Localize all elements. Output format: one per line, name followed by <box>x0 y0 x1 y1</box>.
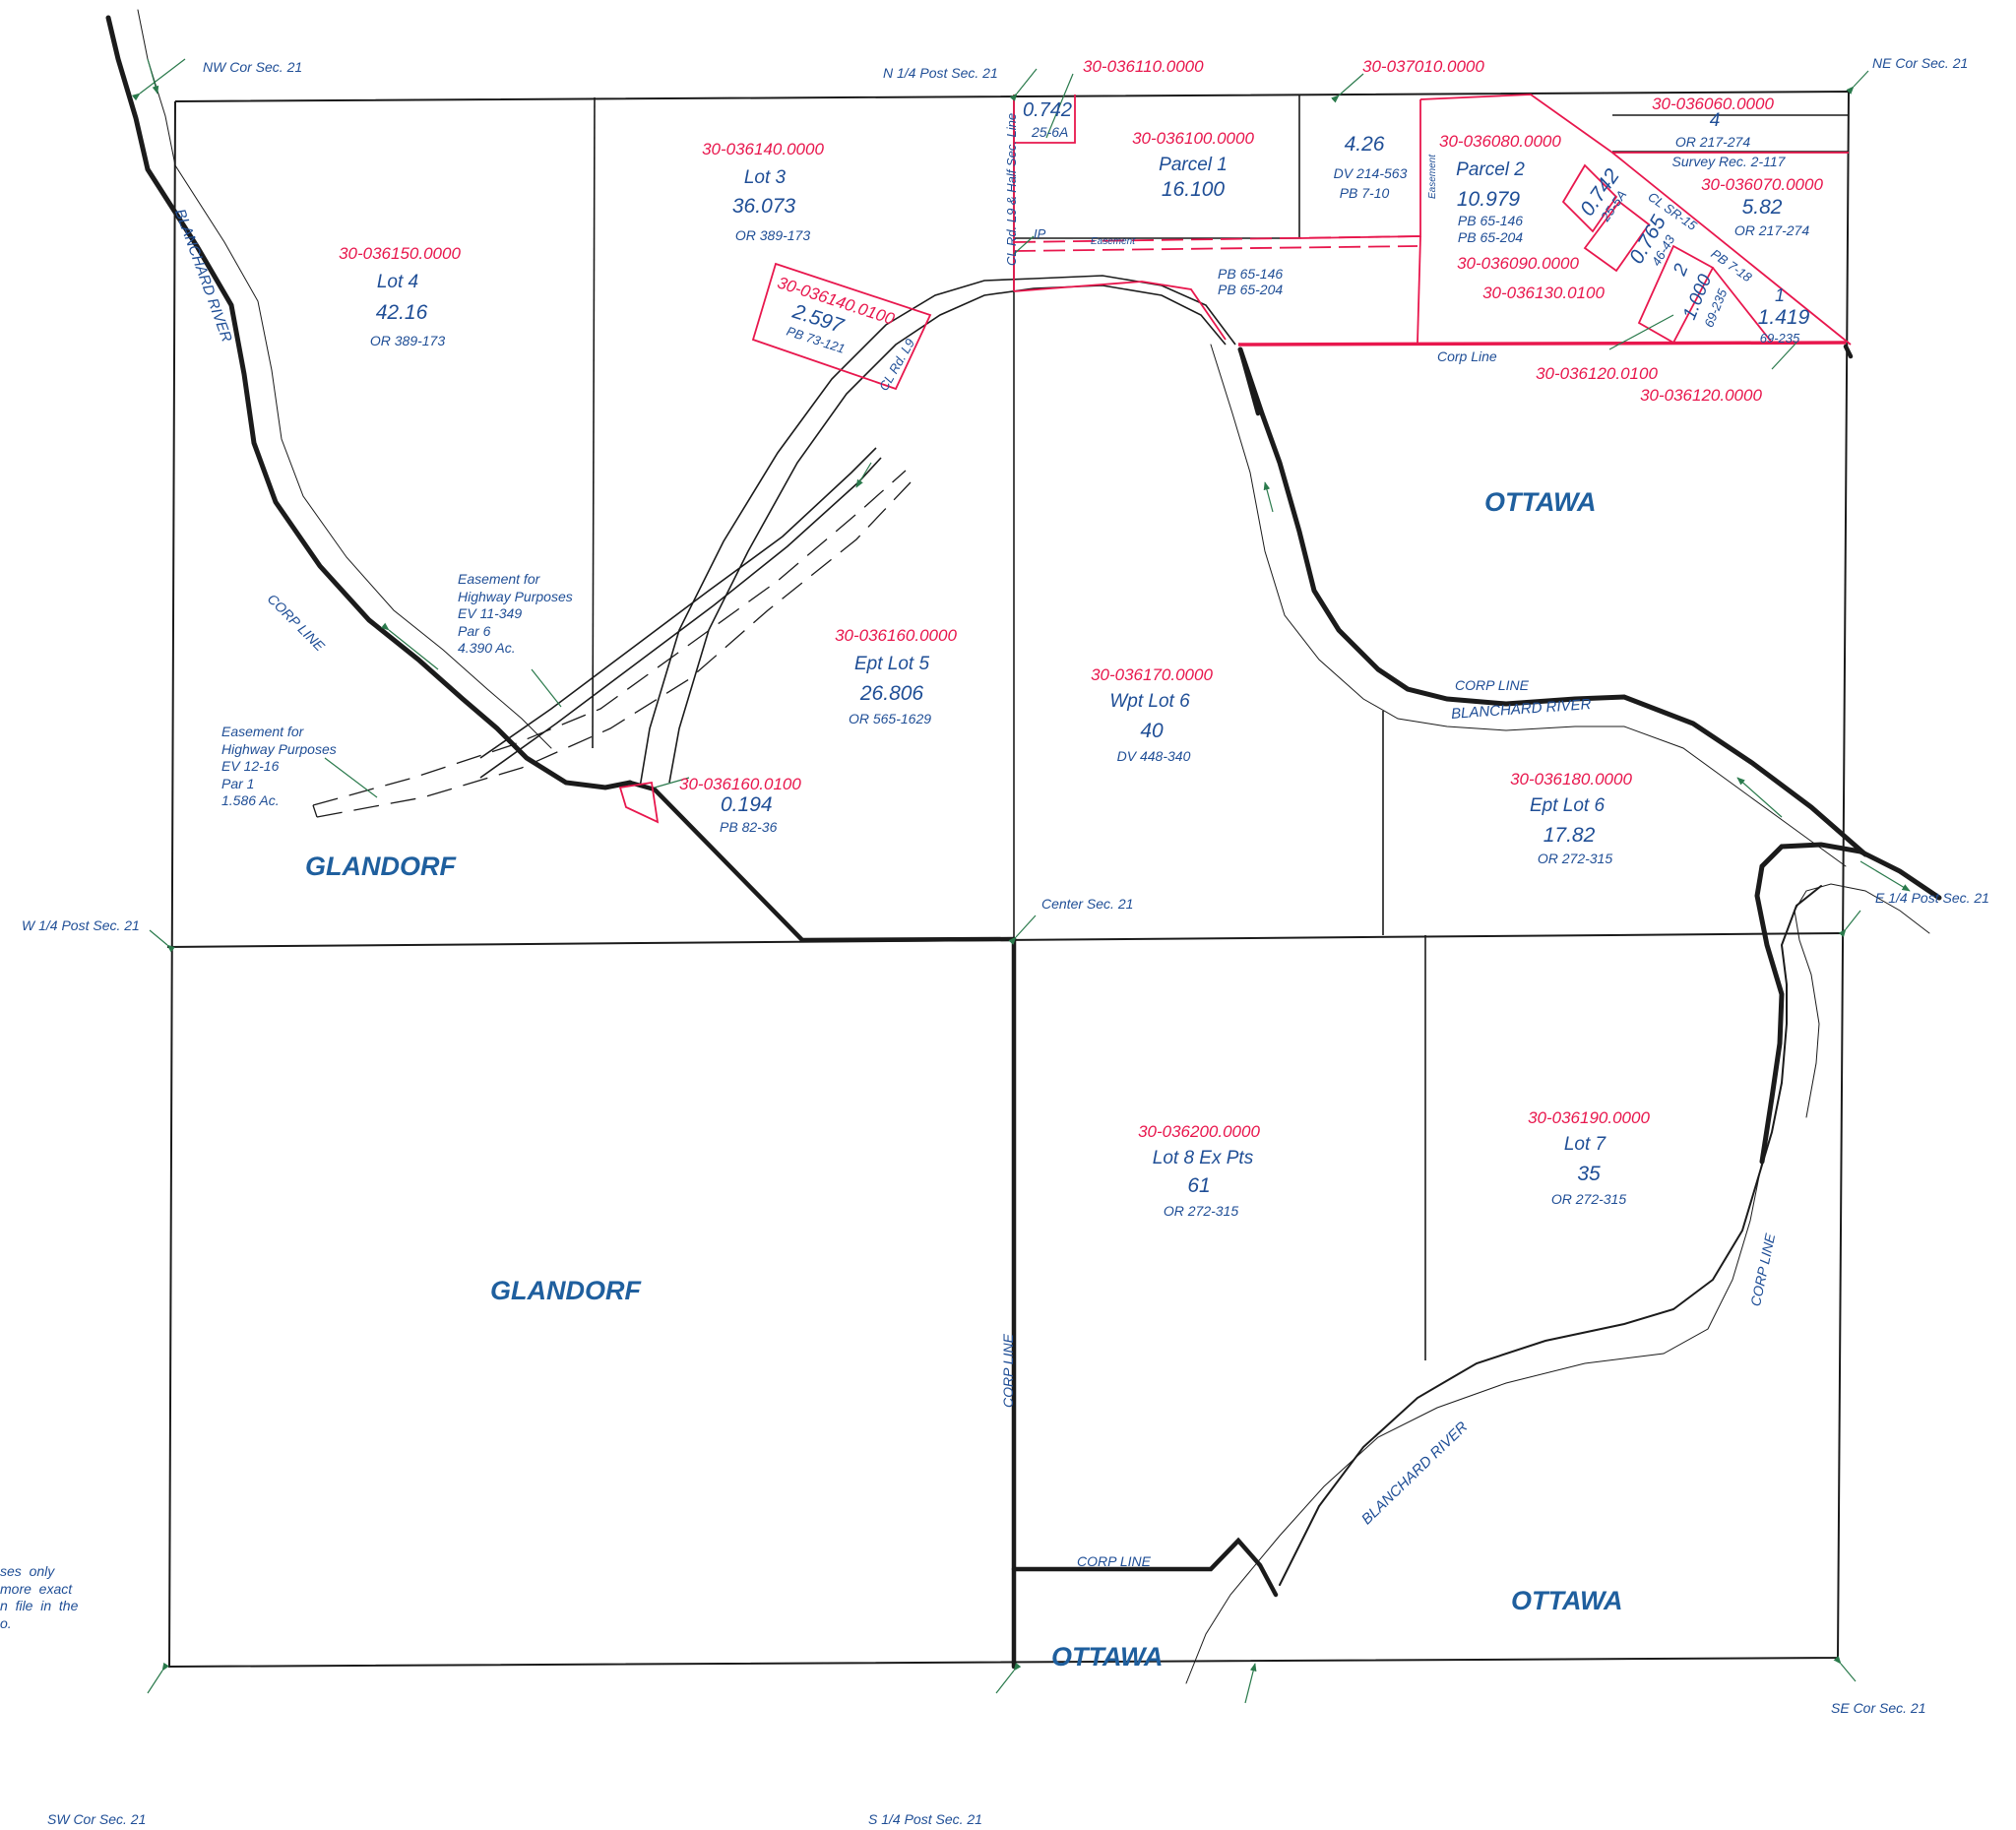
corner-nw: NW Cor Sec. 21 <box>203 59 303 75</box>
parcel-record: OR 272-315 <box>1537 851 1613 866</box>
parcel-id: 30-036070.0000 <box>1701 175 1823 194</box>
parcel-record: OR 272-315 <box>1550 1191 1627 1207</box>
parcel-record: OR 389-173 <box>369 333 446 348</box>
parcel-record-2: PB 7-10 <box>1339 185 1390 201</box>
ip-label: IP <box>1034 226 1046 241</box>
town-ottawa-1: OTTAWA <box>1484 487 1597 517</box>
leader-arrows <box>131 58 1911 1704</box>
parcel-record: 69-235 <box>1759 331 1800 346</box>
corner-sw: SW Cor Sec. 21 <box>47 1811 147 1827</box>
parcel-acres: 16.100 <box>1161 178 1226 201</box>
road-half-sec-label: CL Rd. L9 & Half Sec. Line <box>1004 112 1019 266</box>
town-glandorf-2: GLANDORF <box>490 1276 641 1305</box>
parcel-id: 30-036060.0000 <box>1652 95 1774 113</box>
parcel-name: Parcel 1 <box>1159 155 1228 175</box>
parcel-record: 25-6A <box>1032 124 1069 140</box>
parcel-acres: 10.979 <box>1456 188 1521 211</box>
parcel-name: Wpt Lot 6 <box>1109 691 1190 712</box>
corner-center: Center Sec. 21 <box>1041 896 1134 912</box>
parcel-id: 30-036080.0000 <box>1439 132 1561 151</box>
corp-line-label-4: CORP LINE <box>1077 1553 1151 1569</box>
easement-label-1: Easement <box>1091 236 1136 247</box>
parcel-id: 30-036190.0000 <box>1528 1108 1650 1127</box>
corner-n-quarter: N 1/4 Post Sec. 21 <box>883 65 998 81</box>
parcel-acres: 1 <box>1774 285 1786 305</box>
parcel-acres: 0.194 <box>721 793 773 816</box>
corner-e-quarter: E 1/4 Post Sec. 21 <box>1875 890 1989 906</box>
parcel-id: 30-036200.0000 <box>1138 1122 1260 1141</box>
corner-se: SE Cor Sec. 21 <box>1831 1700 1926 1716</box>
parcel-id: 30-036160.0100 <box>679 775 801 793</box>
corp-line-label-6: Corp Line <box>1437 348 1497 364</box>
parcel-acres: 26.806 <box>859 682 924 705</box>
parcel-acres: 4.26 <box>1344 133 1385 156</box>
parcel-id: 30-036130.0100 <box>1482 284 1605 302</box>
parcel-acres: 61 <box>1187 1174 1211 1197</box>
corner-ne: NE Cor Sec. 21 <box>1872 55 1969 71</box>
parcel-record: OR 217-274 <box>1674 134 1751 150</box>
parcel-id: 30-036110.0000 <box>1083 57 1204 76</box>
parcel-record: DV 448-340 <box>1116 748 1191 764</box>
parcel-record: OR 389-173 <box>734 227 811 243</box>
parcel-acres: 5.82 <box>1741 196 1783 219</box>
parcel-acres: 0.742 <box>1023 99 1073 121</box>
parcel-name: Ept Lot 6 <box>1529 795 1606 816</box>
parcel-name: Lot 4 <box>376 272 419 292</box>
parcel-id: 30-036090.0000 <box>1457 254 1579 273</box>
parcel-name: Lot 3 <box>743 167 787 188</box>
disclaimer-note: ses only more exact n file in the o. <box>0 1563 79 1631</box>
parcel-record: OR 272-315 <box>1163 1203 1239 1219</box>
town-ottawa-2: OTTAWA <box>1511 1586 1623 1615</box>
parcel-name: Lot 8 Ex Pts <box>1152 1148 1254 1168</box>
parcel-record-2: Survey Rec. 2-117 <box>1671 154 1786 169</box>
town-ottawa-3: OTTAWA <box>1051 1642 1164 1672</box>
red-parcel-lines <box>618 94 1852 824</box>
parcel-acres: 35 <box>1577 1163 1601 1185</box>
parcel-id: 30-036160.0000 <box>835 626 957 645</box>
town-glandorf-1: GLANDORF <box>305 852 456 881</box>
parcel-record: PB 82-36 <box>720 819 778 835</box>
parcel-id: 30-037010.0000 <box>1362 57 1484 76</box>
parcel-acres: 4 <box>1709 110 1721 131</box>
parcel-record-2: PB 65-204 <box>1457 229 1524 245</box>
highway-easement <box>312 470 912 818</box>
parcel-name: Ept Lot 5 <box>853 654 930 674</box>
parcel-id: 30-036100.0000 <box>1132 129 1254 148</box>
plat-record-a: PB 65-146 <box>1218 266 1284 282</box>
corner-s-quarter: S 1/4 Post Sec. 21 <box>868 1811 982 1827</box>
parcel-name: Lot 7 <box>1563 1134 1606 1155</box>
parcel-acres: 17.82 <box>1543 824 1596 847</box>
parcel-id: 30-036180.0000 <box>1510 770 1632 789</box>
parcel-acres: 36.073 <box>731 195 796 218</box>
corp-line-label-2: CORP LINE <box>1455 677 1529 693</box>
parcel-acres: 42.16 <box>375 301 428 324</box>
parcel-id: 30-036120.0100 <box>1536 364 1658 383</box>
parcel-record: PB 65-146 <box>1457 213 1524 228</box>
corner-w-quarter: W 1/4 Post Sec. 21 <box>22 917 140 933</box>
easement-label-2: Easement <box>1427 154 1438 199</box>
parcel-acres-2: 1.419 <box>1757 306 1810 329</box>
parcel-record: OR 565-1629 <box>848 711 932 726</box>
parcel-name: Parcel 2 <box>1456 159 1525 180</box>
parcel-id: 30-036170.0000 <box>1091 665 1213 684</box>
parcel-id: 30-036150.0000 <box>339 244 461 263</box>
parcel-record: DV 214-563 <box>1333 165 1408 181</box>
plat-record-b: PB 65-204 <box>1218 282 1284 297</box>
blanchard-river <box>105 9 1942 1684</box>
easement-note-2: Easement for Highway Purposes EV 12-16 P… <box>221 724 337 808</box>
parcel-id: 30-036140.0000 <box>702 140 824 158</box>
corp-lines <box>627 344 1854 1670</box>
parcel-record: OR 217-274 <box>1733 222 1810 238</box>
easement-note-1: Easement for Highway Purposes EV 11-349 … <box>458 571 573 656</box>
parcel-id: 30-036120.0000 <box>1640 386 1762 405</box>
corp-line-label-3: CORP LINE <box>1000 1334 1016 1408</box>
parcel-acres: 40 <box>1140 720 1164 742</box>
